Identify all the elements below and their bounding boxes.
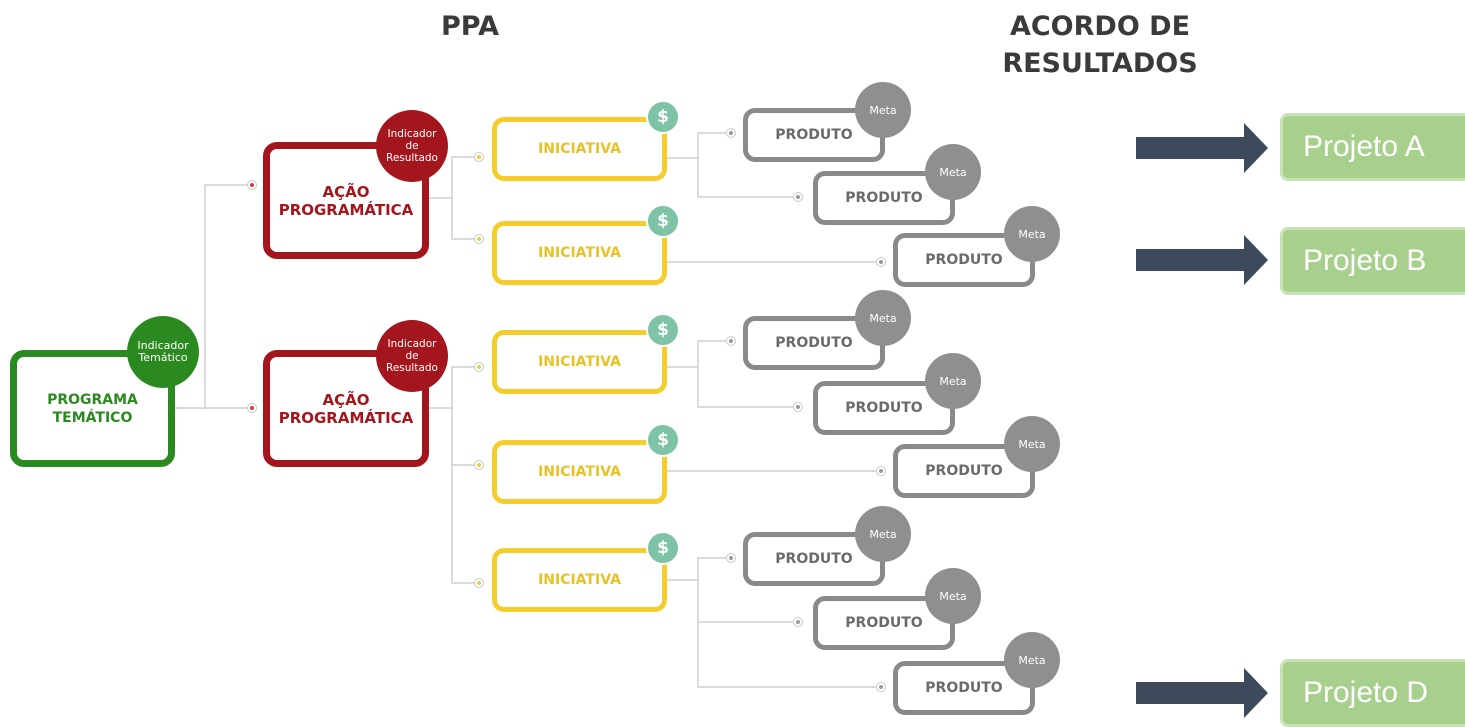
projeto-a-box: Projeto A — [1280, 113, 1465, 181]
indicador-resultado-badge: Indicador de Resultado — [376, 320, 448, 392]
arrow-right-icon — [1136, 123, 1268, 173]
connector-dot — [793, 192, 803, 202]
dollar-icon: $ — [646, 313, 680, 347]
produto-box: PRODUTO — [893, 661, 1035, 715]
acao-programatica-label: AÇÃO PROGRAMÁTICA — [278, 390, 414, 427]
meta-badge: Meta — [925, 144, 981, 200]
meta-badge: Meta — [855, 506, 911, 562]
indicador-resultado-badge: Indicador de Resultado — [376, 110, 448, 182]
meta-badge: Meta — [855, 290, 911, 346]
connector-dot — [876, 466, 886, 476]
connector-dot — [876, 257, 886, 267]
meta-badge: Meta — [925, 353, 981, 409]
indicador-tematico-badge: Indicador Temático — [127, 316, 199, 388]
projeto-d-box: Projeto D — [1280, 659, 1465, 727]
connector-dot — [726, 128, 736, 138]
iniciativa-box: INICIATIVA — [492, 221, 667, 285]
connector-dot — [474, 152, 484, 162]
connector-dot — [793, 617, 803, 627]
dollar-icon: $ — [646, 423, 680, 457]
acao-programatica-label: AÇÃO PROGRAMÁTICA — [278, 182, 414, 219]
dollar-icon: $ — [646, 100, 680, 134]
meta-badge: Meta — [1004, 632, 1060, 688]
arrow-right-icon — [1136, 668, 1268, 718]
ppa-heading: PPA — [441, 11, 499, 42]
produto-box: PRODUTO — [743, 316, 885, 370]
dollar-icon: $ — [646, 204, 680, 238]
dollar-icon: $ — [646, 531, 680, 565]
iniciativa-box: INICIATIVA — [492, 548, 667, 612]
acordo-heading: ACORDO DE RESULTADOS — [1002, 11, 1198, 79]
connector-dot — [793, 402, 803, 412]
meta-badge: Meta — [855, 82, 911, 138]
meta-badge: Meta — [1004, 416, 1060, 472]
meta-badge: Meta — [925, 568, 981, 624]
connector-dot — [726, 336, 736, 346]
connector-dot — [474, 460, 484, 470]
arrow-right-icon — [1136, 235, 1268, 285]
connector-dot — [474, 362, 484, 372]
connector-dot — [726, 553, 736, 563]
iniciativa-box: INICIATIVA — [492, 440, 667, 504]
connector-dot — [247, 180, 257, 190]
projeto-b-box: Projeto B — [1280, 227, 1465, 295]
iniciativa-box: INICIATIVA — [492, 330, 667, 394]
programa-tematico-label: PROGRAMA TEMÁTICO — [47, 391, 138, 426]
connector-dot — [876, 682, 886, 692]
connector-dot — [474, 234, 484, 244]
connector-dot — [247, 403, 257, 413]
iniciativa-box: INICIATIVA — [492, 117, 667, 181]
meta-badge: Meta — [1004, 206, 1060, 262]
programa-tematico-box: PROGRAMA TEMÁTICO — [10, 350, 175, 467]
connector-dot — [474, 578, 484, 588]
